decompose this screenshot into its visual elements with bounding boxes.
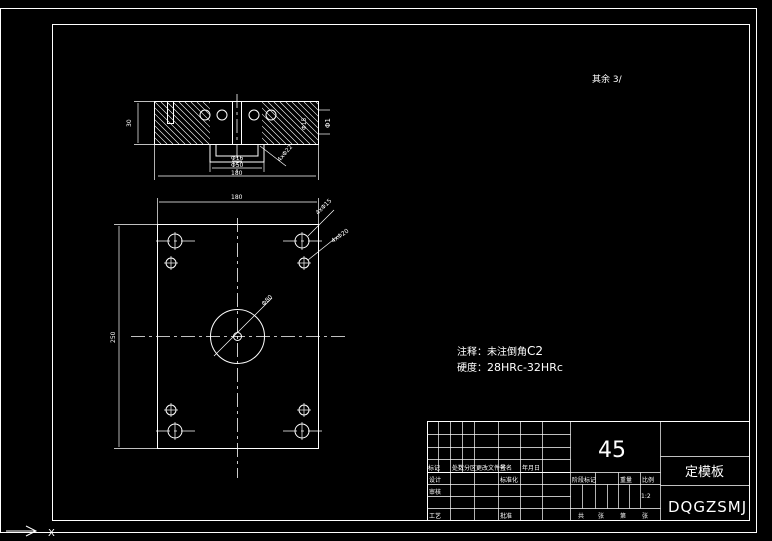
tb-drawing-code: DQGZSMJ [668, 498, 747, 516]
tb-rev-headers-text: 处数 [452, 464, 464, 472]
hatch-line [155, 102, 198, 144]
hatch-line [273, 102, 317, 144]
dim-side-thickness: 30 [126, 119, 133, 127]
hatch-line [262, 125, 281, 144]
tb-bottom-labels-text: 共 [578, 512, 584, 520]
tb-mid-labels-text: 批准 [500, 512, 512, 520]
hatch-line [172, 102, 210, 140]
roughness-note: 其余 3/ [592, 73, 623, 85]
dim-boss: Φ50 [231, 162, 244, 169]
tb-stage-headers-text: 阶段标记 [572, 476, 596, 484]
note-line-1: 注释：未注倒角C2 [457, 344, 543, 358]
dim-side-hole: Φ15 [301, 117, 308, 130]
tb-rev-headers-text: 标记 [428, 464, 440, 472]
dim-plan-height: 250 [110, 331, 117, 343]
tb-bottom-labels-text: 第 [620, 512, 626, 520]
hatch-line [155, 113, 186, 144]
tb-stage-headers: 阶段标记 重量 比例 [572, 476, 654, 484]
hatch-line [262, 107, 299, 144]
x-axis-marker: X [48, 528, 55, 539]
hatch-line [262, 113, 293, 144]
tb-row-labels-text: 工艺 [429, 512, 441, 520]
hatch-line [297, 102, 318, 123]
dim-plan-width: 180 [231, 194, 243, 201]
hatch-line [155, 143, 156, 144]
hatch-line [262, 131, 275, 144]
hatch-line [208, 102, 210, 104]
tb-stage-headers-text: 比例 [642, 476, 654, 484]
hatch-line [279, 102, 318, 141]
hatch-line [267, 102, 311, 144]
dim-chamfer: 4xΦ22 [276, 144, 294, 164]
dim-bore: Φ16 [231, 155, 244, 162]
dim-hole-b: 4xΦ20 [330, 227, 350, 244]
outer-border [0, 8, 757, 533]
hatch-line [291, 102, 318, 129]
hatch-line [303, 102, 318, 117]
tb-row-labels-text: 设计 [429, 476, 441, 484]
tb-bottom-labels-text: 张 [598, 512, 604, 520]
hatch-line [285, 102, 318, 135]
tb-material: 45 [598, 438, 626, 463]
hatch-line [196, 102, 210, 116]
tb-rev-headers-text: 年月日 [522, 464, 540, 472]
tb-row-labels-text: 审核 [429, 488, 441, 496]
hatch-line [184, 102, 210, 128]
hatch-line [315, 102, 318, 105]
hatch-line [309, 102, 318, 111]
section-view [134, 94, 330, 180]
dim-right-edge: Φ1 [324, 118, 332, 128]
tb-mid-labels-text: 标准化 [500, 476, 518, 484]
tb-bottom-labels: 共张第张 [578, 512, 648, 520]
hatch-line [178, 102, 210, 134]
title-block [427, 421, 750, 521]
note-line-2: 硬度：28HRc-32HRc [457, 361, 563, 374]
hatch-line [190, 102, 210, 122]
hatch-line [262, 102, 305, 144]
hatch-line [155, 131, 168, 144]
tb-rev-headers-text: 更改文件号 [476, 464, 506, 472]
tb-revision-headers: 标记 处数分区更改文件号签名 年月日 [428, 464, 540, 472]
hatch-line [262, 119, 287, 144]
tb-bottom-labels-text: 张 [642, 512, 648, 520]
hatch-line [155, 125, 174, 144]
ucs-arrow-icon [6, 525, 38, 537]
tb-rev-headers-text: 签名 [500, 464, 512, 472]
dim-width-total: 180 [231, 170, 243, 177]
plan-view [114, 198, 345, 478]
hatch-line [155, 119, 180, 144]
inner-frame [52, 24, 750, 521]
dim-center-dia: Φ80 [260, 294, 274, 308]
tb-part-name: 定模板 [685, 465, 724, 480]
tb-stage-headers-text: 重量 [620, 476, 632, 484]
tb-rev-headers-text: 分区 [464, 464, 476, 472]
hatch-line [202, 102, 210, 110]
tb-scale: 1:2 [641, 493, 651, 500]
